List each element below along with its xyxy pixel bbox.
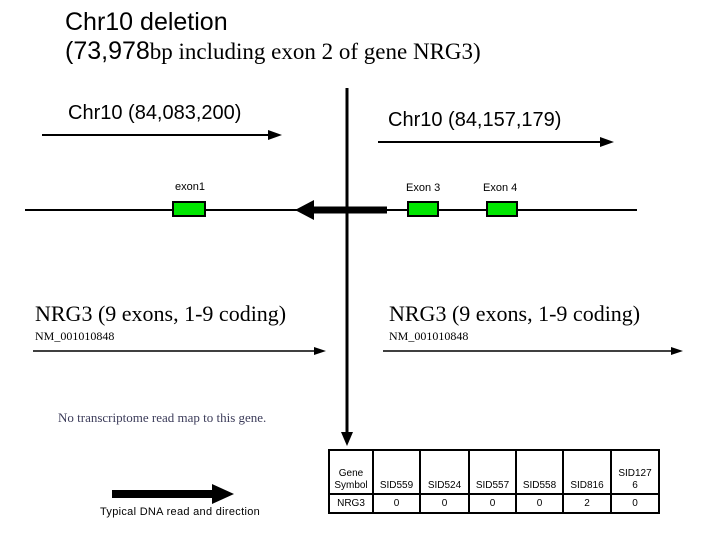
table-header-row: Gene Symbol SID559 SID524 SID557 SID558 … [328, 449, 660, 495]
header-sid1276: SID1276 [610, 449, 660, 495]
note-text: No transcriptome read map to this gene. [58, 410, 267, 425]
cell-sid524: 0 [419, 493, 470, 514]
header-sid558: SID558 [515, 449, 564, 495]
left-breakpoint-label: Chr10 (84,083,200) [68, 102, 242, 124]
subtitle-size-text: (73,978 [65, 37, 150, 65]
table-row-nrg3: NRG3 0 0 0 0 2 0 [328, 493, 660, 514]
header-sid559: SID559 [372, 449, 421, 495]
cell-sid558: 0 [515, 493, 564, 514]
right-accession: NM_001010848 [389, 329, 469, 343]
read-count-table: Gene Symbol SID559 SID524 SID557 SID558 … [328, 449, 660, 514]
subtitle-description-text: bp including exon 2 of gene NRG3) [149, 39, 481, 64]
cell-sid1276: 0 [610, 493, 660, 514]
gene-direction-left-arrow-icon [295, 200, 387, 220]
page-title: Chr10 deletion [65, 8, 228, 36]
legend-label: Typical DNA read and direction [100, 506, 261, 518]
slide-title-block: Chr10 deletion (73,978bp including exon … [65, 8, 481, 66]
right-breakpoint-arrow-icon [378, 137, 614, 147]
exon4-box [486, 201, 518, 217]
legend-read-direction-arrow-icon [112, 484, 234, 504]
exon3-label: Exon 3 [406, 182, 441, 194]
exon1-label: exon1 [175, 181, 205, 193]
exon4-label: Exon 4 [483, 182, 518, 194]
exon1-box [172, 201, 206, 217]
cell-gene-symbol: NRG3 [328, 493, 374, 514]
header-gene-symbol: Gene Symbol [328, 449, 374, 495]
left-breakpoint-arrow-icon [42, 130, 282, 140]
left-transcript-arrow-icon [33, 347, 326, 355]
title-subtitle: (73,978bp including exon 2 of gene NRG3) [65, 37, 481, 66]
header-sid524: SID524 [419, 449, 470, 495]
left-gene-name: NRG3 (9 exons, 1-9 coding) [35, 301, 287, 326]
right-gene-name: NRG3 (9 exons, 1-9 coding) [389, 301, 641, 326]
exon3-box [407, 201, 439, 217]
cell-sid557: 0 [468, 493, 517, 514]
right-breakpoint-label: Chr10 (84,157,179) [388, 109, 562, 131]
header-sid816: SID816 [562, 449, 612, 495]
right-transcript-arrow-icon [383, 347, 683, 355]
cell-sid816: 2 [562, 493, 612, 514]
header-sid557: SID557 [468, 449, 517, 495]
left-accession: NM_001010848 [35, 329, 115, 343]
cell-sid559: 0 [372, 493, 421, 514]
deletion-boundary-down-arrow-icon [341, 88, 353, 446]
